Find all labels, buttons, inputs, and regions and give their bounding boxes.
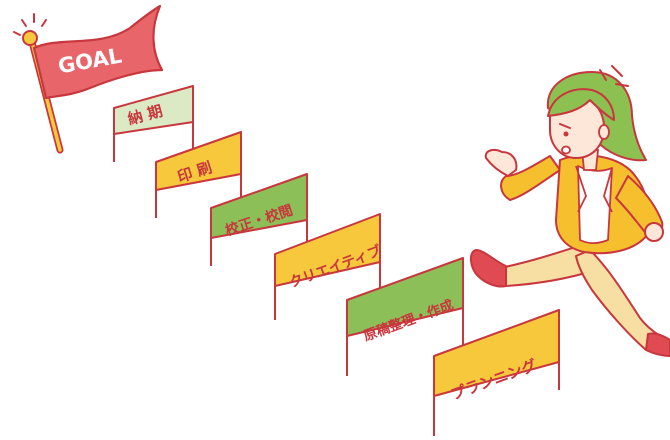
hurdle-sign	[433, 309, 560, 397]
mouth	[561, 145, 571, 155]
hurdle-planning: プランニング	[433, 309, 560, 436]
sparkle-lines-icon	[13, 13, 47, 36]
eye	[563, 131, 569, 137]
hair-bangs	[547, 88, 615, 121]
hurdle-sign	[346, 257, 464, 337]
flag-cloth	[32, 4, 164, 100]
front-hand	[644, 222, 664, 242]
goal-flag: GOAL	[13, 4, 164, 154]
shirt	[577, 165, 613, 244]
back-hand	[484, 149, 518, 177]
hurdle-sign	[210, 173, 308, 239]
back-shoe	[470, 249, 507, 288]
hurdle-sign	[274, 213, 381, 287]
hurdle-delivery: 納 期	[113, 85, 194, 162]
running-woman	[470, 65, 670, 357]
hurdle-sign	[155, 131, 242, 191]
flag-knob	[22, 30, 38, 46]
effort-lines-icon	[599, 65, 629, 87]
front-shoe	[645, 332, 670, 357]
hurdle-printing: 印 刷	[155, 131, 242, 218]
hurdle-sign	[113, 85, 194, 135]
back-arm	[500, 155, 561, 201]
